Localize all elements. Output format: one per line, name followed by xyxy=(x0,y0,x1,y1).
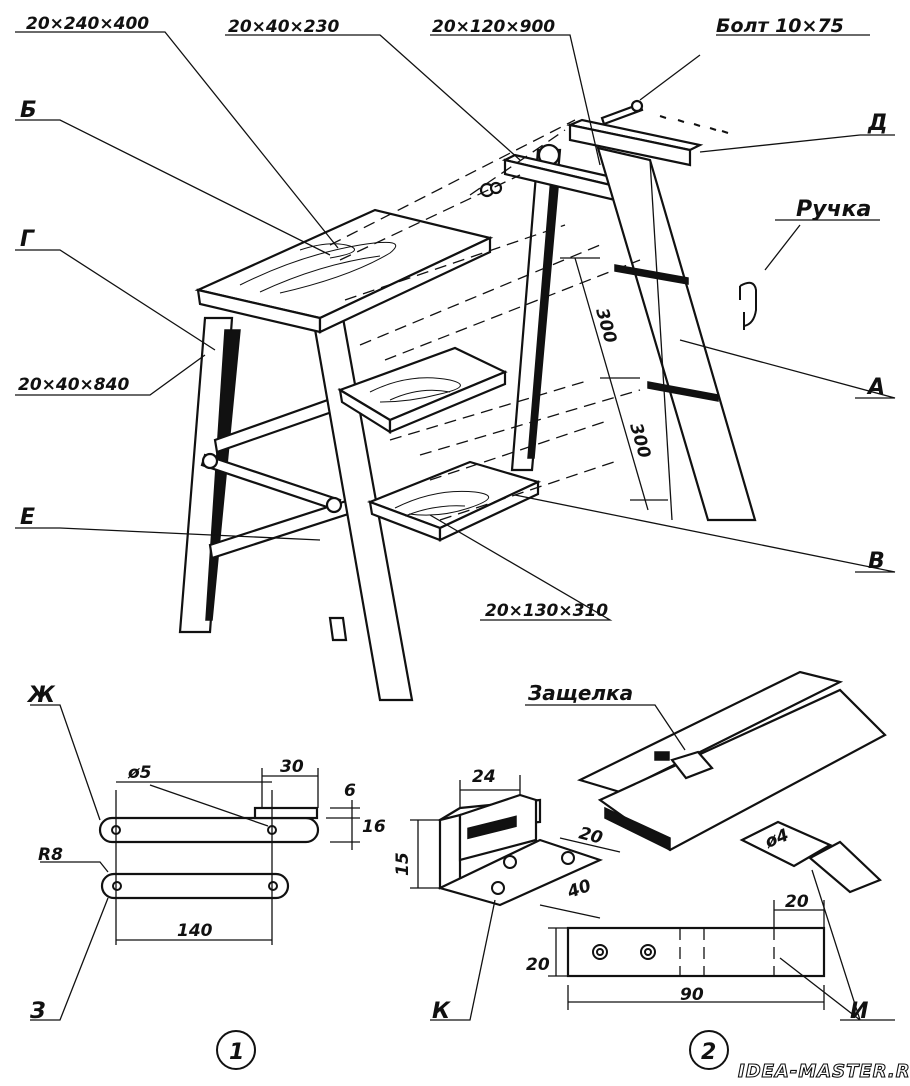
dim-step-gap-1: 300 xyxy=(591,306,620,346)
d2-width-20: 20 xyxy=(577,823,605,848)
bracket-k xyxy=(438,813,462,890)
dim-step-gap-2: 300 xyxy=(625,421,654,461)
label-latch: Защелка xyxy=(527,681,633,705)
d1-length-30: 30 xyxy=(280,757,304,777)
dim-rear-rail: 20×120×900 xyxy=(432,17,555,37)
detail-2 xyxy=(410,670,895,1021)
label-i: И xyxy=(850,999,868,1024)
detail-1-number: 1 xyxy=(229,1040,244,1065)
label-a: А xyxy=(866,375,885,400)
label-b: Б xyxy=(20,98,37,123)
detail-1-circle xyxy=(216,1030,256,1070)
label-d: Д xyxy=(867,111,888,136)
label-v: В xyxy=(868,549,885,574)
watermark: IDEA-MASTER.RU xyxy=(738,1061,910,1082)
label-e: Е xyxy=(20,505,35,530)
latch-strip xyxy=(566,926,826,978)
d1-length-140: 140 xyxy=(177,921,213,941)
d1-radius: R8 xyxy=(38,845,63,865)
stepladder-assembly xyxy=(178,99,757,702)
brace-lower xyxy=(208,493,369,560)
d2-strip-20b: 20 xyxy=(526,955,550,975)
detail-1 xyxy=(30,704,360,1021)
front-left-leg xyxy=(178,316,234,634)
label-zh: Ж xyxy=(26,683,56,708)
d1-offset-6: 6 xyxy=(344,781,356,801)
detail-2-circle xyxy=(689,1030,729,1070)
d1-hole: ø5 xyxy=(127,763,152,783)
label-handle: Ручка xyxy=(796,197,871,222)
latch xyxy=(670,750,714,780)
d2-strip-90: 90 xyxy=(680,985,704,1005)
dim-top-step: 20×240×400 xyxy=(26,14,149,34)
link-bar-z xyxy=(100,872,290,900)
d2-width-24: 24 xyxy=(472,767,496,787)
dim-lower-step: 20×130×310 xyxy=(485,601,608,621)
label-bolt: Болт 10×75 xyxy=(716,15,844,37)
d2-length-40: 40 xyxy=(564,876,594,903)
dim-rear-crossbar: 20×40×230 xyxy=(228,17,339,37)
label-k: К xyxy=(432,999,451,1024)
d2-strip-20a: 20 xyxy=(785,892,809,912)
d1-height-16: 16 xyxy=(362,817,386,837)
label-g: Г xyxy=(20,227,35,252)
label-z: З xyxy=(29,999,46,1024)
rear-right-rail xyxy=(596,146,757,522)
handle-part xyxy=(739,281,757,330)
latch-board-upper xyxy=(576,670,844,794)
dim-front-leg: 20×40×840 xyxy=(18,375,129,395)
d2-height-15: 15 xyxy=(393,852,413,876)
link-bar-zh xyxy=(98,816,320,844)
detail-2-number: 2 xyxy=(701,1040,716,1065)
